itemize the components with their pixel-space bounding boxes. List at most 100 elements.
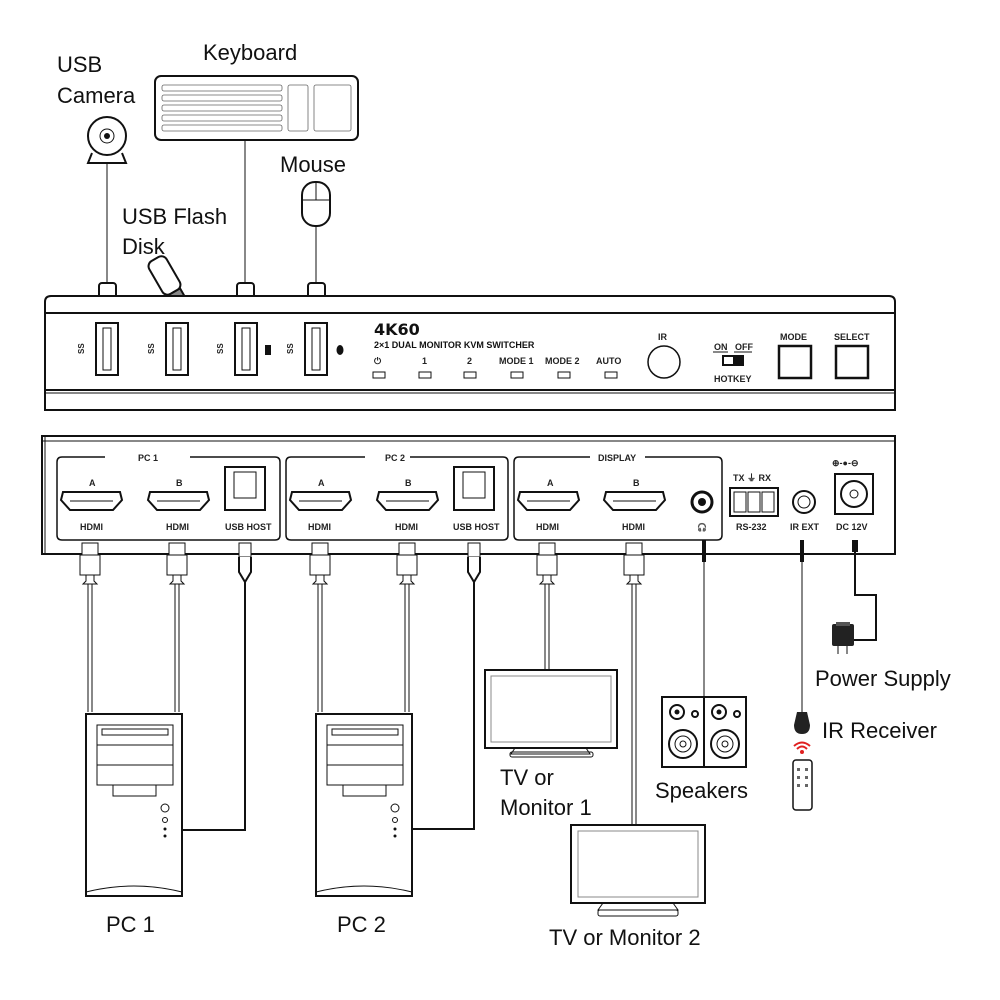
hdmi-cable-pc2-a (309, 542, 331, 712)
monitor2-label: TV or Monitor 2 (549, 925, 701, 950)
usb-ss-icon: SS (77, 343, 86, 354)
audio-out-jack[interactable]: 🎧 (690, 490, 714, 532)
svg-text:1: 1 (422, 356, 427, 366)
ir-receiver-icon (794, 712, 810, 734)
keyboard-icon (154, 75, 359, 141)
svg-text:MODE 2: MODE 2 (545, 356, 580, 366)
power-icon: ⏻ (374, 356, 382, 366)
monitor2-icon (570, 824, 706, 917)
svg-text:IR EXT: IR EXT (790, 522, 820, 532)
usb-camera-label-line1: USB (57, 52, 102, 77)
pc2-usb-host-port[interactable]: USB HOST (453, 466, 500, 532)
keyboard-label: Keyboard (203, 40, 297, 65)
led-pc1: 1 (418, 356, 432, 379)
remote-control-icon (792, 759, 813, 811)
usb-camera-label-line2: Camera (57, 83, 136, 108)
svg-text:ON: ON (714, 342, 728, 352)
svg-text:MODE 1: MODE 1 (499, 356, 534, 366)
led-power: ⏻ (372, 356, 386, 379)
usb-flash-label-line1: USB Flash (122, 204, 227, 229)
power-supply-label: Power Supply (815, 666, 951, 691)
svg-text:HDMI: HDMI (166, 522, 189, 532)
select-button[interactable]: SELECT (834, 332, 870, 380)
led-auto: AUTO (596, 356, 621, 379)
rear-group-pc2: PC 2 (285, 453, 509, 541)
svg-text:B: B (405, 478, 412, 488)
usb-cable-pc2 (412, 542, 481, 830)
svg-text:HDMI: HDMI (80, 522, 103, 532)
model-subtitle: 2×1 DUAL MONITOR KVM SWITCHER (374, 340, 535, 350)
mouse-icon (301, 181, 331, 227)
display-hdmi-b-port[interactable]: B HDMI (602, 478, 667, 532)
pc2-hdmi-a-port[interactable]: A HDMI (288, 478, 353, 532)
svg-text:B: B (176, 478, 183, 488)
audio-cable (702, 540, 706, 697)
svg-text:HDMI: HDMI (536, 522, 559, 532)
ir-receiver-label: IR Receiver (822, 718, 937, 743)
svg-text:A: A (89, 478, 96, 488)
pc2-label: PC 2 (337, 912, 386, 937)
svg-text:OFF: OFF (735, 342, 753, 352)
led-mode1: MODE 1 (499, 356, 534, 379)
svg-text:HDMI: HDMI (622, 522, 645, 532)
monitor1-label-line1: TV or (500, 765, 554, 790)
hotkey-switch[interactable]: ON OFF HOTKEY (713, 342, 753, 384)
svg-text:TX ⏚ RX: TX ⏚ RX (733, 473, 771, 483)
pc1-usb-host-port[interactable]: USB HOST (224, 466, 272, 532)
svg-text:HDMI: HDMI (308, 522, 331, 532)
rear-panel (41, 435, 896, 555)
usb-camera-icon (86, 116, 128, 164)
svg-text:MODE: MODE (780, 332, 807, 342)
svg-text:A: A (547, 478, 554, 488)
headphone-icon: 🎧 (697, 522, 707, 532)
speakers-icon (661, 696, 747, 768)
usb-ss-icon: SS (216, 343, 225, 354)
pc1-hdmi-a-port[interactable]: A HDMI (59, 478, 124, 532)
front-usb-port-1[interactable]: SS (77, 322, 119, 376)
pc1-label: PC 1 (106, 912, 155, 937)
svg-text:USB HOST: USB HOST (225, 522, 272, 532)
ir-ext-port[interactable]: IR EXT (790, 490, 820, 532)
led-mode2: MODE 2 (545, 356, 580, 379)
mode-button[interactable]: MODE (777, 332, 813, 380)
usb-ss-icon: SS (286, 343, 295, 354)
mouse-label: Mouse (280, 152, 346, 177)
display-hdmi-a-port[interactable]: A HDMI (516, 478, 581, 532)
usb-flash-label-line2: Disk (122, 234, 166, 259)
svg-text:HOTKEY: HOTKEY (714, 374, 752, 384)
rear-group-pc1: PC 1 (56, 453, 281, 541)
svg-text:DISPLAY: DISPLAY (598, 453, 636, 463)
svg-text:HDMI: HDMI (395, 522, 418, 532)
front-usb-port-3[interactable]: SS (216, 322, 271, 376)
svg-text:DC 12V: DC 12V (836, 522, 868, 532)
front-usb-port-2[interactable]: SS (147, 322, 189, 376)
svg-text:B: B (633, 478, 640, 488)
hdmi-cable-display-b (623, 542, 645, 825)
ir-signal-icon (793, 741, 811, 754)
svg-text:USB HOST: USB HOST (453, 522, 500, 532)
pc2-hdmi-b-port[interactable]: B HDMI (375, 478, 440, 532)
model-title: 4K60 (374, 320, 420, 339)
pc2-tower-icon (315, 713, 413, 897)
hdmi-cable-display-a (536, 542, 558, 669)
svg-text:PC 2: PC 2 (385, 453, 405, 463)
dc-power-port[interactable]: ⊕-●-⊖ DC 12V (832, 458, 874, 532)
pc1-hdmi-b-port[interactable]: B HDMI (146, 478, 211, 532)
keyboard-port-icon (265, 345, 271, 355)
polarity-icon: ⊕-●-⊖ (832, 458, 859, 468)
rear-group-display: DISPLAY (513, 453, 723, 541)
power-cable (852, 540, 877, 641)
svg-text:2: 2 (467, 356, 472, 366)
front-usb-port-4[interactable]: SS (286, 322, 344, 376)
usb-ss-icon: SS (147, 343, 156, 354)
mouse-port-icon (336, 345, 344, 355)
hdmi-cable-pc2-b (396, 542, 418, 712)
ir-cable (800, 540, 804, 712)
rs232-port[interactable]: TX ⏚ RX RS-232 (729, 473, 779, 532)
svg-text:A: A (318, 478, 325, 488)
svg-text:AUTO: AUTO (596, 356, 621, 366)
monitor1-icon (484, 669, 618, 758)
svg-text:SELECT: SELECT (834, 332, 870, 342)
hdmi-cable-pc1-a (79, 542, 101, 712)
